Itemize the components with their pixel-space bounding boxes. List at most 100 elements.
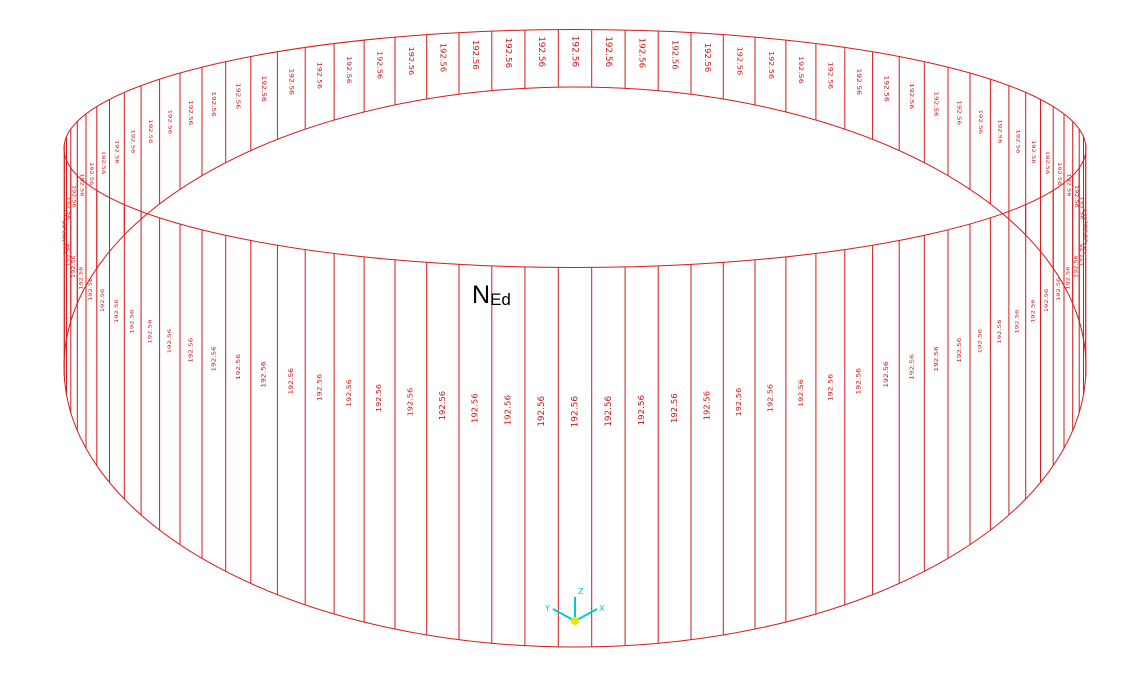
element-value-label: 192.56 (503, 395, 513, 425)
element-value-label: 192.56 (316, 62, 323, 89)
element-value-label: 192.56 (570, 36, 580, 68)
element-value-label: 192.56 (167, 110, 173, 135)
element-value-label: 192.56 (438, 43, 447, 72)
element-value-label: 192.56 (471, 40, 481, 70)
mesh-layer (63, 29, 1087, 648)
element-value-label: 192.56 (736, 47, 744, 76)
title-main: N (472, 281, 491, 309)
axis-triad: Z Y X (544, 587, 605, 625)
element-value-label: 192.56 (79, 173, 83, 197)
element-value-label: 192.56 (1074, 255, 1078, 278)
element-value-label: 192.56 (345, 379, 353, 407)
element-value-label: 192.56 (855, 68, 862, 95)
element-value-label: 192.56 (636, 395, 646, 425)
element-value-label: 192.56 (235, 354, 242, 380)
element-label-layer: 192.56 192.56 192.56 192.56 192.56 192.56 192.… (62, 36, 1088, 428)
element-value-label: 192.56 (167, 329, 173, 354)
element-value-label: 192.56 (88, 162, 92, 186)
element-value-label: 192.56 (80, 266, 84, 290)
element-value-label: 192.56 (63, 208, 67, 231)
element-value-label: 192.56 (406, 388, 414, 417)
element-value-label: 192.56 (71, 185, 75, 208)
element-value-label: 192.56 (1066, 173, 1070, 197)
element-value-label: 192.56 (1044, 151, 1049, 175)
element-value-label: 192.56 (933, 92, 939, 117)
element-value-label: 192.56 (637, 38, 647, 68)
z-axis-label: Z (578, 587, 584, 596)
element-value-label: 192.56 (909, 354, 916, 380)
y-axis-label: Y (544, 604, 550, 613)
element-value-label: 192.56 (1083, 220, 1087, 243)
element-value-label: 192.56 (1015, 130, 1020, 154)
element-value-label: 192.56 (767, 51, 775, 79)
element-value-label: 192.56 (997, 119, 1002, 143)
element-value-label: 192.56 (1016, 309, 1021, 333)
element-value-label: 192.56 (260, 361, 267, 387)
element-value-label: 192.56 (797, 379, 805, 407)
element-value-label: 192.56 (536, 36, 546, 67)
element-value-label: 192.56 (375, 384, 383, 412)
element-value-label: 192.56 (101, 288, 106, 312)
element-value-label: 192.56 (188, 100, 194, 125)
title-subscript: Ed (490, 290, 511, 309)
element-value-label: 192.56 (260, 75, 267, 101)
element-value-label: 192.56 (735, 388, 743, 417)
element-value-label: 192.56 (703, 43, 712, 72)
element-value-label: 192.56 (345, 56, 353, 84)
result-title-label: NEd (472, 281, 511, 310)
element-value-label: 192.56 (67, 243, 71, 266)
element-value-label: 192.56 (114, 140, 119, 164)
element-value-label: 192.56 (1080, 243, 1084, 266)
element-value-label: 192.56 (998, 319, 1003, 343)
element-value-label: 192.56 (1082, 208, 1086, 231)
element-value-label: 192.56 (438, 391, 447, 420)
element-value-label: 192.56 (235, 83, 242, 109)
element-value-label: 192.56 (211, 346, 217, 371)
element-value-label: 192.56 (883, 75, 890, 101)
element-value-label: 192.56 (670, 40, 680, 70)
element-value-label: 192.56 (315, 373, 323, 401)
element-value-label: 192.56 (1079, 197, 1083, 220)
element-value-label: 192.56 (188, 338, 194, 363)
element-value-label: 192.56 (956, 100, 962, 125)
element-value-label: 192.56 (130, 130, 135, 154)
element-value-label: 192.56 (72, 255, 76, 278)
element-value-label: 192.56 (1031, 140, 1036, 164)
element-value-label: 192.56 (571, 396, 581, 428)
element-value-label: 192.56 (504, 38, 514, 68)
x-axis-label: X (599, 604, 605, 613)
element-value-label: 192.56 (1056, 162, 1060, 186)
element-value-label: 192.56 (827, 62, 835, 90)
element-value-label: 192.56 (797, 56, 805, 84)
element-value-label: 192.56 (63, 231, 67, 254)
element-value-label: 192.56 (766, 384, 774, 412)
element-value-label: 192.56 (603, 36, 613, 67)
y-axis-arrow (552, 608, 576, 622)
element-value-label: 192.56 (1067, 266, 1071, 290)
x-axis-arrow (574, 608, 598, 622)
element-value-label: 192.56 (62, 219, 66, 242)
element-value-label: 192.56 (115, 299, 120, 323)
element-value-label: 192.56 (1074, 185, 1078, 208)
element-value-label: 192.56 (934, 346, 940, 371)
element-value-label: 192.56 (957, 338, 963, 363)
element-value-label: 192.56 (1083, 231, 1087, 254)
element-value-label: 192.56 (288, 68, 295, 95)
element-value-label: 192.56 (147, 119, 152, 143)
element-value-label: 192.56 (826, 373, 834, 401)
element-value-label: 192.56 (470, 393, 480, 423)
element-value-label: 192.56 (855, 368, 862, 395)
element-value-label: 192.56 (1031, 299, 1036, 323)
element-value-label: 192.56 (100, 151, 105, 175)
element-value-label: 192.56 (978, 110, 984, 135)
element-value-label: 192.56 (148, 319, 153, 343)
element-value-label: 192.56 (669, 393, 679, 423)
bottom-rim-line (63, 86, 1087, 648)
element-value-label: 192.56 (537, 396, 547, 427)
element-value-label: 192.56 (604, 396, 614, 427)
element-value-label: 192.56 (1045, 288, 1050, 312)
element-value-label: 192.56 (131, 309, 136, 333)
element-value-label: 192.56 (376, 51, 384, 79)
element-value-label: 192.56 (288, 368, 295, 395)
